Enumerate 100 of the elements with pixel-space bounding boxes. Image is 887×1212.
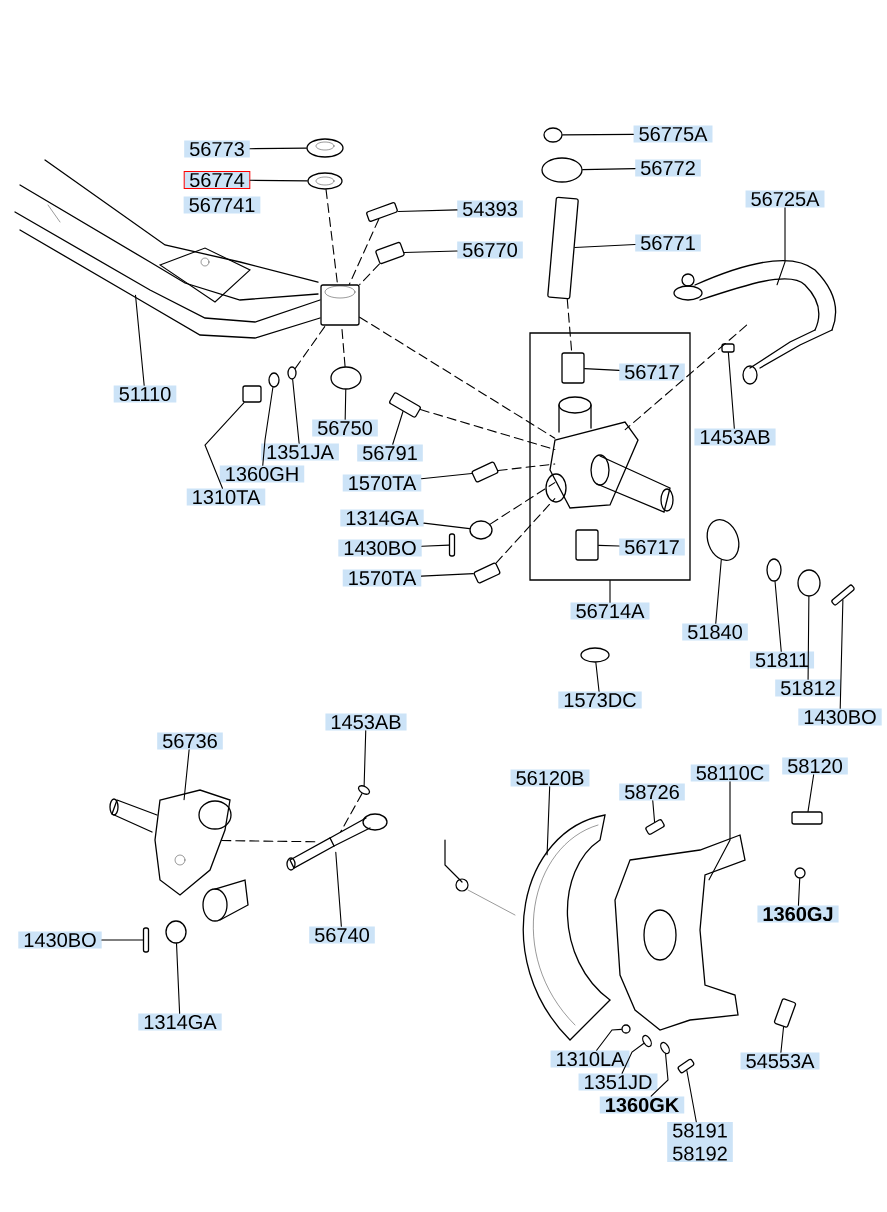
- part-number: 51812: [775, 679, 841, 697]
- part-number: 56736: [157, 732, 223, 750]
- nut: [797, 569, 821, 597]
- bushing: [375, 241, 405, 265]
- part-number: 56791: [357, 444, 423, 462]
- leader-line: [397, 209, 458, 213]
- leader-line: [839, 599, 844, 709]
- dust-cap: [543, 127, 563, 143]
- leader-line: [708, 781, 731, 881]
- part-number: 1314GA: [340, 509, 424, 527]
- part-number: 1430BO: [18, 931, 102, 949]
- leader-line: [423, 522, 471, 530]
- leader-line: [249, 179, 308, 182]
- part-number: 1360GK: [599, 1096, 685, 1114]
- assembly-line: [497, 463, 556, 472]
- nut: [242, 385, 262, 403]
- grease-fitting: [471, 461, 499, 483]
- part-number: 58726: [619, 783, 685, 801]
- leader-line: [584, 368, 620, 371]
- leader-line: [807, 596, 810, 680]
- leader-line: [420, 472, 473, 480]
- leader-line: [421, 544, 450, 547]
- axle-beam-drawing: [14, 159, 321, 339]
- king-pin: [547, 196, 579, 300]
- leader-line: [183, 749, 190, 801]
- leader-line: [650, 1053, 669, 1097]
- leader-line: [776, 207, 786, 286]
- part-number: 1310TA: [186, 488, 266, 506]
- cotter-pin: [142, 927, 150, 953]
- part-number: 1570TA: [342, 569, 422, 587]
- nut: [621, 1024, 631, 1034]
- part-number: 56717: [619, 538, 685, 556]
- leader-line: [797, 878, 801, 906]
- assembly-line: [624, 324, 748, 431]
- nut: [469, 520, 493, 540]
- part-number: 56740: [309, 926, 375, 944]
- knuckle-drawing: [545, 396, 674, 513]
- leader-line: [780, 1026, 785, 1053]
- assembly-line: [348, 218, 380, 285]
- part-number: 56714A: [570, 602, 650, 620]
- stud: [366, 202, 398, 222]
- part-number: 56717: [619, 363, 685, 381]
- tie-rod-drawing: [286, 813, 388, 871]
- part-number: 1573DC: [558, 691, 642, 709]
- leader-line: [134, 294, 145, 386]
- part-number: 1314GA: [138, 1013, 222, 1031]
- cotter-pin: [831, 584, 855, 606]
- bolt: [791, 811, 823, 825]
- bolt: [389, 392, 421, 418]
- part-number: 1453AB: [325, 713, 407, 731]
- part-number: 56771: [635, 234, 701, 252]
- lock-washer: [268, 372, 280, 388]
- washer: [287, 366, 297, 380]
- leader-line: [595, 662, 600, 692]
- part-number: 58191 58192: [667, 1121, 733, 1163]
- leader-line: [686, 1069, 697, 1123]
- beam-eye: [320, 284, 360, 326]
- assembly-line: [325, 189, 339, 285]
- leader-line: [403, 250, 458, 254]
- part-number: 1453AB: [694, 428, 776, 446]
- assembly-line: [340, 793, 363, 833]
- leader-line: [420, 573, 474, 577]
- washer: [794, 867, 806, 879]
- caliper-bracket-drawing: [614, 834, 746, 1031]
- part-number: 51110: [113, 385, 177, 403]
- assembly-line: [419, 409, 556, 451]
- leader-line: [562, 133, 634, 136]
- washer: [307, 172, 343, 190]
- part-number: 1430BO: [798, 708, 882, 726]
- screw: [677, 1058, 695, 1074]
- part-number: 56120B: [510, 769, 590, 787]
- leader-line: [101, 939, 144, 941]
- washer: [660, 1041, 670, 1055]
- clip: [357, 785, 371, 795]
- part-number: 1351JD: [578, 1073, 658, 1091]
- leader-line: [609, 580, 611, 603]
- bearing: [330, 366, 362, 390]
- assembly-line: [495, 498, 556, 564]
- leader-line: [344, 389, 347, 420]
- assembly-line: [566, 298, 573, 353]
- leader-line: [175, 943, 181, 1014]
- part-number: 56750: [312, 419, 378, 437]
- leader-line: [652, 800, 656, 823]
- washer: [766, 558, 782, 582]
- assembly-line: [219, 840, 316, 843]
- kit-frame: [529, 332, 691, 581]
- bushing: [561, 352, 585, 384]
- leader-line: [574, 244, 636, 248]
- assembly-line: [294, 325, 326, 369]
- part-number: 56775A: [633, 125, 713, 143]
- leader-line: [596, 1028, 622, 1051]
- oil-seal: [706, 518, 740, 562]
- leader-line: [292, 379, 300, 444]
- part-number: 56773: [184, 140, 250, 158]
- grease-fitting: [473, 562, 501, 584]
- bushing: [575, 529, 599, 561]
- cotter-pin: [448, 533, 456, 557]
- washer: [306, 138, 344, 158]
- part-number: 1360GH: [219, 465, 305, 483]
- part-number: 56725A: [745, 190, 825, 208]
